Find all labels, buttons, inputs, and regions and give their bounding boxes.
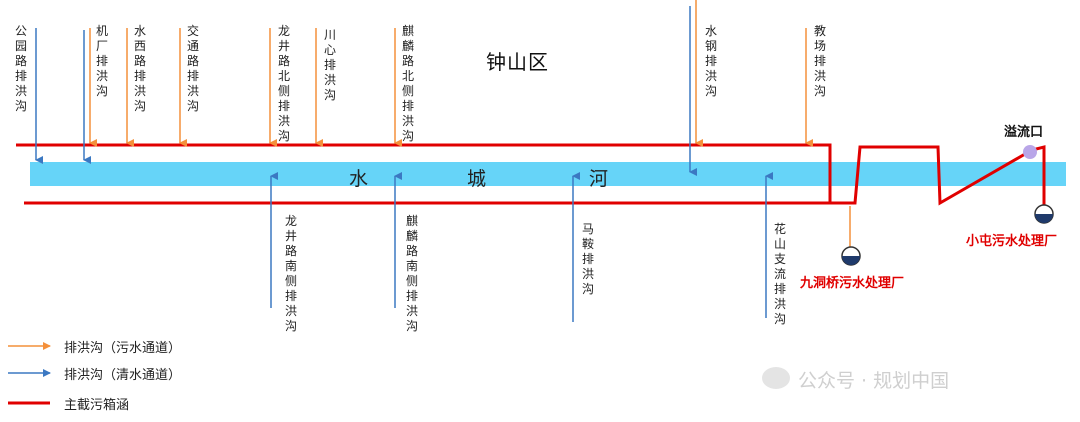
label-chuanxin: 川心排洪沟 [323,28,336,102]
river-name-char-3: 河 [589,168,609,190]
label-gongyuanlu: 公园路排洪沟 [14,24,27,113]
label-huashan: 花山支流排洪沟 [773,222,786,326]
label-jiaotonglu: 交通路排洪沟 [186,24,199,113]
wechat-icon [762,367,790,389]
legend-clear-label: 排洪沟（清水通道） [64,368,182,383]
label-longjing-north: 龙井路北侧排洪沟 [277,24,290,143]
plant-label-xiaotun: 小屯污水处理厂 [966,234,1058,249]
label-longjing-south: 龙井路南侧排洪沟 [284,214,297,333]
label-qilin-south: 麒麟路南侧排洪沟 [405,214,418,333]
river-band [30,162,1066,186]
label-shuigang: 水钢排洪沟 [704,24,717,98]
outfall-label: 溢流口 [1004,125,1044,140]
river-name-char-2: 城 [467,168,487,190]
label-maan: 马鞍排洪沟 [581,222,594,296]
legend-clear: 排洪沟（清水通道） [6,364,206,384]
plant-icon-xiaotun [1034,204,1054,224]
main-interceptor-north [16,143,832,203]
watermark-text: 公众号 · 规划中国 [798,370,950,392]
label-jiaochang: 教场排洪沟 [813,24,826,98]
main-interceptor-east [830,145,1046,206]
plant-icon-jiudongqiao [841,246,861,266]
legend-main: 主截污箱涵 [6,394,206,414]
north-channel-arrows [35,0,813,176]
outfall-node [1023,145,1037,159]
legend-main-label: 主截污箱涵 [64,398,130,413]
plant-label-jiudongqiao: 九洞桥污水处理厂 [800,276,905,291]
label-qilin-north: 麒麟路北侧排洪沟 [401,24,414,143]
legend-sewage: 排洪沟（污水通道） [6,337,206,357]
legend-sewage-label: 排洪沟（污水通道） [64,341,182,356]
river-name-char-1: 水 [349,168,369,190]
label-shuixilu: 水西路排洪沟 [133,24,146,113]
label-jichang: 机厂排洪沟 [95,24,108,98]
south-channel-arrows [270,172,773,322]
district-label: 钟山区 [486,50,549,74]
